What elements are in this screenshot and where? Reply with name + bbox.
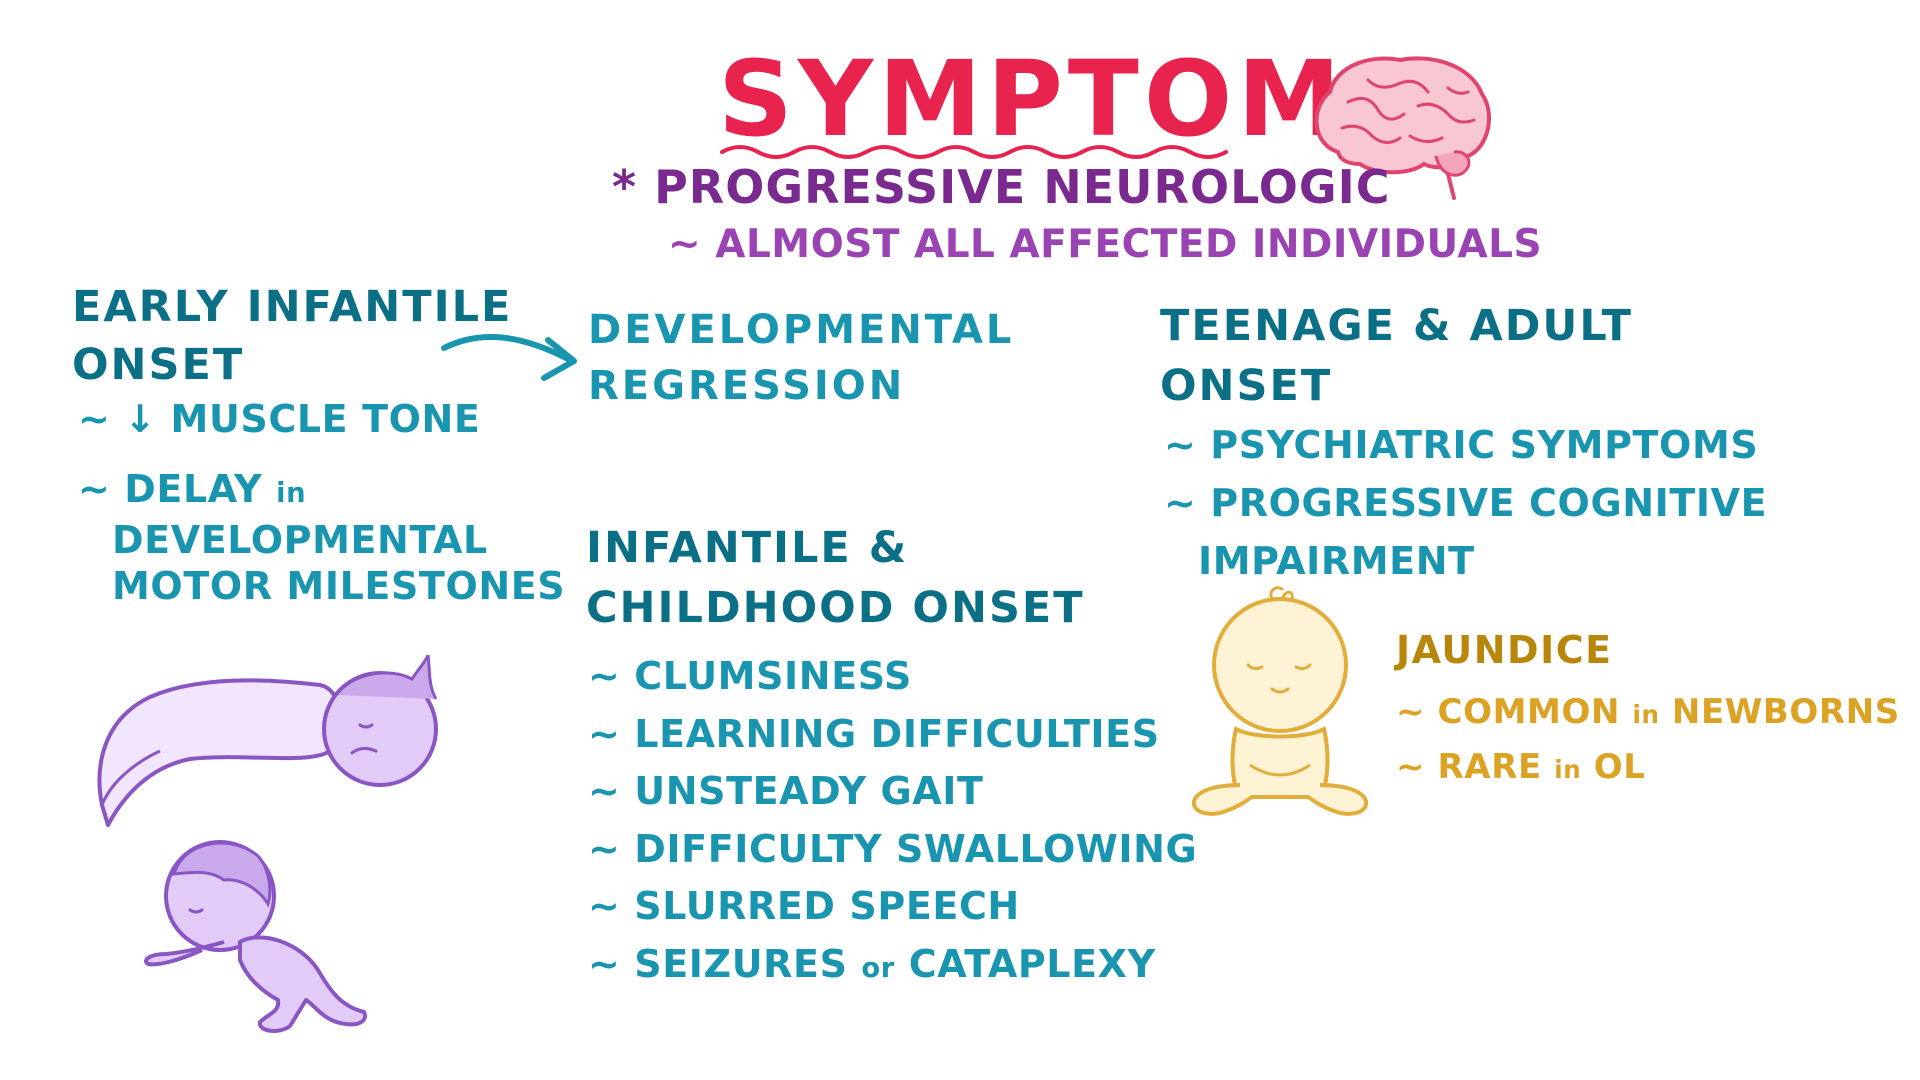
swaddled-baby-icon [97,655,438,827]
delay-line3: motor milestones [112,564,566,608]
teenage-adult-heading: Teenage & adult onset [1160,296,1633,416]
list-item-unsteady-gait: ~ Unsteady gait [588,769,984,813]
jaundice-item-common: ~ Common in newborns [1396,686,1900,741]
page-title: Symptoms [718,38,1426,160]
list-item-cognitive-line2: impairment [1198,539,1475,583]
infantile-childhood-heading-line1: Infantile & [586,523,909,573]
jaundice-list: ~ Common in newborns ~ Rare in OL [1396,686,1900,796]
jaundice-item-rare: ~ Rare in OL [1396,741,1900,796]
early-infantile-heading: Early infantile onset [72,278,512,394]
delay-in-text: in [276,478,307,509]
infantile-childhood-heading: Infantile & childhood onset [586,518,1085,638]
list-item-clumsiness: ~ Clumsiness [588,654,912,698]
cataplexy-text: cataplexy [908,941,1156,986]
list-item-learning-difficulties: ~ Learning difficulties [588,711,1160,756]
list-item-difficulty-swallowing: ~ Difficulty swallowing [588,826,1198,871]
early-infantile-heading-line2: onset [72,340,245,390]
list-item-cognitive-line1: ~ Progressive cognitive [1164,481,1768,525]
seizures-or-text: or [861,952,895,984]
delay-text: ~ Delay [78,467,263,511]
brain-icon [1314,56,1492,200]
common-text: ~ Common [1396,692,1621,732]
list-item-slurred-speech: ~ Slurred speech [588,884,1020,928]
seizures-text: ~ Seizures [588,941,848,986]
rare-text: ~ Rare [1396,747,1542,787]
early-infantile-item-delay: ~ Delay in developmental motor milestone… [78,466,565,609]
title-underline [720,145,1228,159]
developmental-regression-line1: Developmental [588,307,1015,353]
subtitle: * Progressive neurologic [612,160,1390,214]
common-in-text: in [1632,700,1660,729]
ol-text: OL [1593,747,1646,787]
jaundice-heading: Jaundice [1396,628,1613,672]
crawling-baby-icon [144,840,367,1033]
infantile-childhood-list: ~ Clumsiness ~ Learning difficulties ~ U… [588,648,1197,997]
bullet-asterisk: * [612,160,638,214]
developmental-regression-line2: regression [588,363,906,409]
rare-in-text: in [1554,755,1582,784]
developmental-regression: Developmental regression [588,302,1014,414]
list-item-psychiatric: ~ Psychiatric symptoms [1164,423,1759,467]
teenage-adult-heading-line2: onset [1160,361,1333,411]
infantile-childhood-heading-line2: childhood onset [586,583,1085,633]
delay-line2: developmental [112,518,488,562]
teenage-adult-list: ~ Psychiatric symptoms ~ Progressive cog… [1164,416,1767,590]
teenage-adult-heading-line1: Teenage & adult [1160,301,1633,351]
early-infantile-item-muscle-tone: ~ ↓ Muscle tone [78,397,481,441]
subtitle-note: ~ Almost all affected individuals [668,222,1543,267]
arrow-icon [441,333,577,381]
early-infantile-heading-line1: Early infantile [72,282,513,332]
newborns-text: newborns [1671,692,1900,732]
sitting-baby-icon [1191,586,1369,816]
subtitle-text: Progressive neurologic [654,160,1391,214]
list-item-seizures: ~ Seizures or cataplexy [588,936,1197,998]
